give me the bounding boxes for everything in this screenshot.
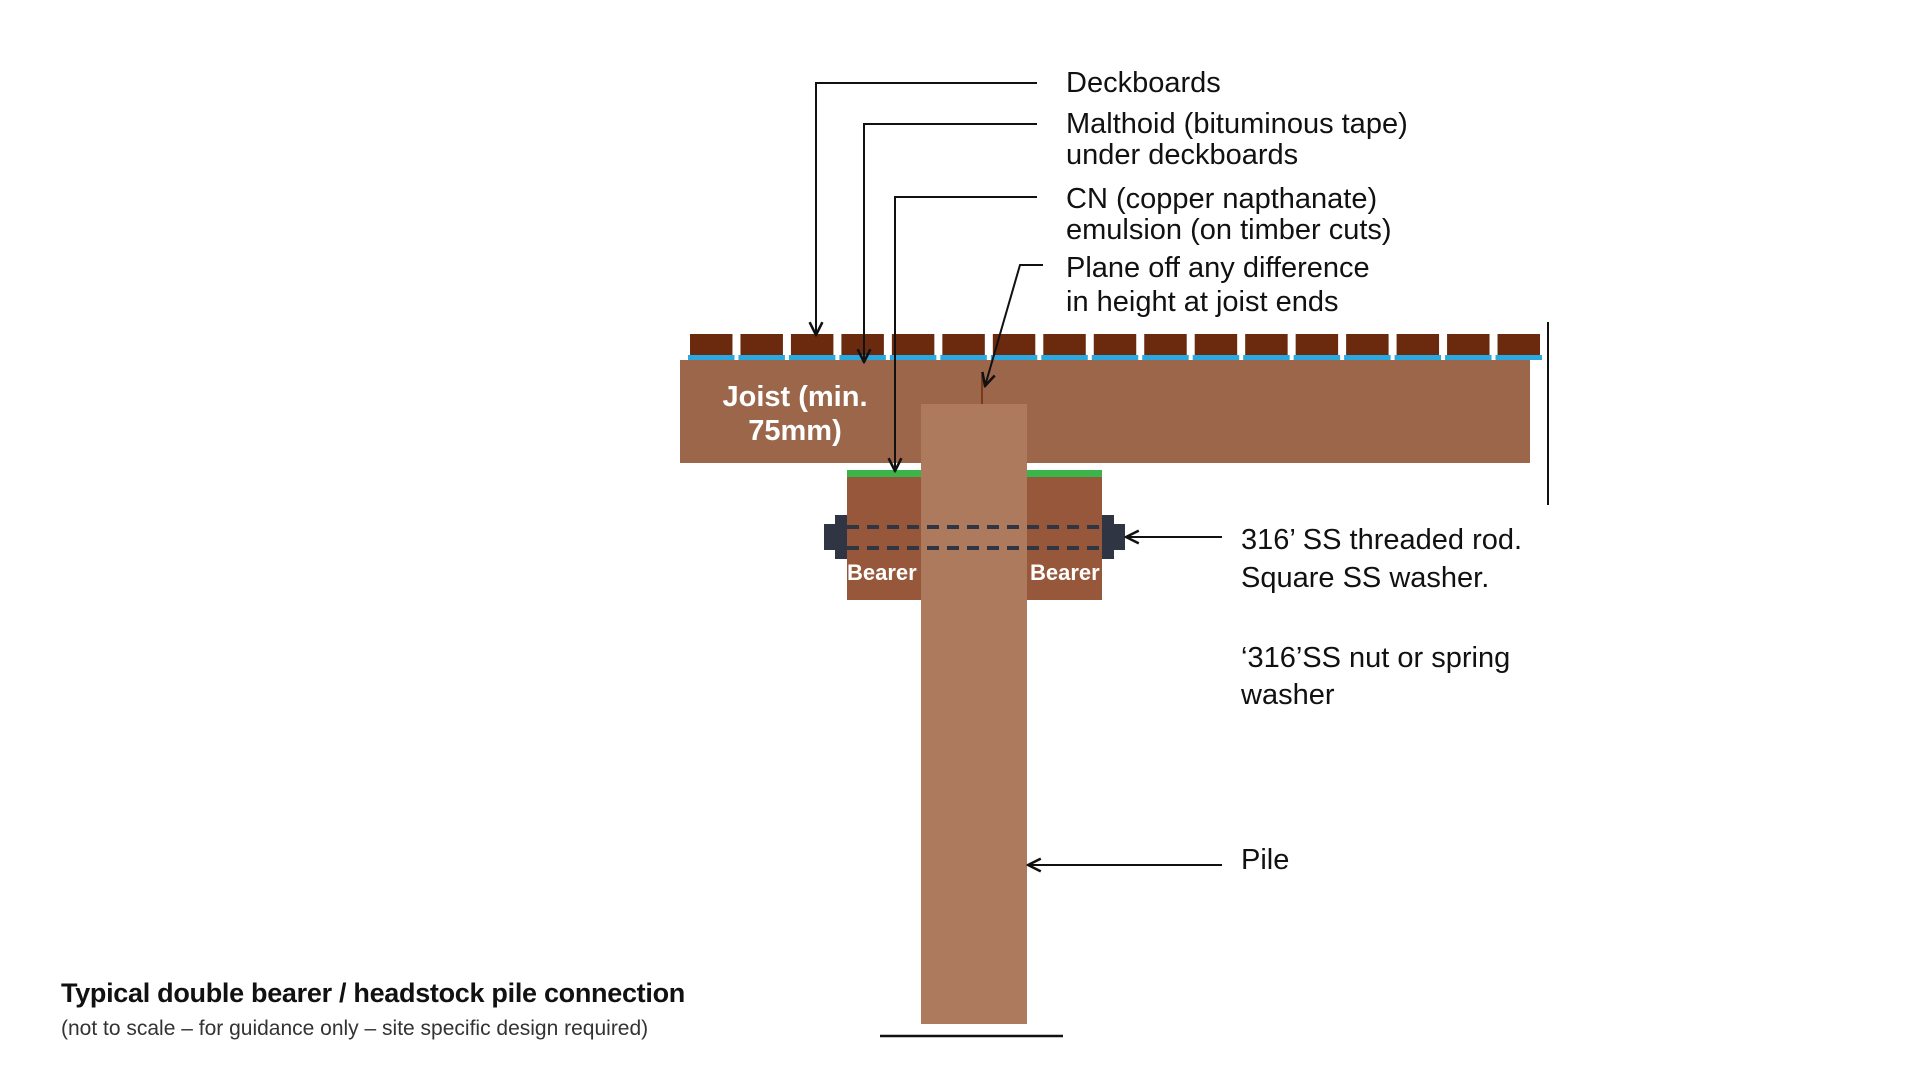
- malthoid-tape: [788, 355, 836, 360]
- malthoid-tape: [1142, 355, 1189, 360]
- diagram-title: Typical double bearer / headstock pile c…: [61, 978, 685, 1008]
- callout-rod-line2: Square SS washer.: [1241, 562, 1490, 594]
- malthoid-tape: [1041, 355, 1088, 360]
- deckboard: [992, 334, 1036, 355]
- callout-nut-line1: ‘316’SS nut or spring: [1241, 642, 1511, 674]
- leader-deckboards: [816, 82, 1037, 335]
- malthoid-tape: [688, 355, 735, 360]
- deckboards: [688, 334, 1542, 360]
- malthoid-tape: [990, 355, 1038, 360]
- diagram-subtitle: (not to scale – for guidance only – site…: [61, 1017, 649, 1040]
- joist: [680, 360, 1530, 463]
- deckboard: [1346, 334, 1389, 355]
- deckboard: [942, 334, 985, 355]
- callout-pile: Pile: [1241, 845, 1289, 876]
- deckboard: [841, 334, 884, 355]
- callout-malthoid: Malthoid (bituminous tape) under deckboa…: [1066, 109, 1408, 171]
- leader-plane-off: [985, 264, 1043, 386]
- deckboard: [790, 334, 834, 355]
- callout-cn-emulsion: CN (copper napthanate) emulsion (on timb…: [1066, 184, 1392, 246]
- callout-malthoid-line1: Malthoid (bituminous tape): [1066, 108, 1408, 140]
- malthoid-tape: [839, 355, 886, 360]
- malthoid-tape: [1394, 355, 1442, 360]
- nut-left: [824, 524, 836, 550]
- deckboard: [1497, 334, 1540, 355]
- deckboard: [891, 334, 935, 355]
- malthoid-tape: [738, 355, 785, 360]
- deckboard: [1396, 334, 1440, 355]
- joist-label-line1: Joist (min.: [722, 381, 868, 413]
- callout-deckboards-line1: Deckboards: [1066, 67, 1221, 99]
- callout-rod-line1: 316’ SS threaded rod.: [1241, 524, 1523, 556]
- deckboard: [1295, 334, 1339, 355]
- deckboard: [1093, 334, 1137, 355]
- deckboard: [1043, 334, 1086, 355]
- callout-plane-off: Plane off any difference in height at jo…: [1066, 251, 1370, 319]
- malthoid-tape: [889, 355, 937, 360]
- callout-cn-line2: emulsion (on timber cuts): [1066, 214, 1392, 246]
- pile: [921, 404, 1027, 1024]
- washer-right: [1102, 515, 1114, 559]
- deckboard: [1447, 334, 1490, 355]
- deckboard: [690, 334, 733, 355]
- malthoid-tape: [1445, 355, 1492, 360]
- bearer-left: [847, 477, 921, 600]
- malthoid-tape: [1243, 355, 1290, 360]
- leader-malthoid: [864, 123, 1037, 362]
- leader-cn-emulsion: [895, 196, 1037, 471]
- malthoid-tape: [1495, 355, 1542, 360]
- deckboard: [1245, 334, 1288, 355]
- callout-threaded-rod: 316’ SS threaded rod. Square SS washer.: [1241, 521, 1522, 597]
- malthoid-tape: [1293, 355, 1341, 360]
- malthoid-tape: [1091, 355, 1139, 360]
- joist-label-line2: 75mm): [748, 415, 842, 447]
- malthoid-tape: [1192, 355, 1240, 360]
- deckboard: [740, 334, 783, 355]
- callout-malthoid-line2: under deckboards: [1066, 139, 1299, 171]
- washer-left: [835, 515, 847, 559]
- callout-nut: ‘316’SS nut or spring washer: [1241, 640, 1510, 714]
- cn-emulsion-right: [1027, 470, 1102, 477]
- callout-plane-off-line2: in height at joist ends: [1066, 286, 1339, 318]
- malthoid-tape: [1344, 355, 1391, 360]
- joist-label: Joist (min. 75mm): [700, 380, 890, 448]
- cn-emulsion-left: [847, 470, 921, 477]
- callout-plane-off-line1: Plane off any difference: [1066, 252, 1370, 284]
- nut-right: [1113, 524, 1125, 550]
- bearer-left-label: Bearer: [847, 560, 917, 585]
- malthoid-tape: [940, 355, 987, 360]
- callout-pile-line1: Pile: [1241, 844, 1290, 876]
- callout-nut-line2: washer: [1241, 679, 1335, 711]
- bearer-right-label: Bearer: [1030, 560, 1100, 585]
- callout-cn-line1: CN (copper napthanate): [1066, 183, 1378, 215]
- deckboard: [1194, 334, 1238, 355]
- callout-deckboards: Deckboards: [1066, 68, 1221, 99]
- bearer-right: [1027, 477, 1102, 600]
- deckboard: [1144, 334, 1187, 355]
